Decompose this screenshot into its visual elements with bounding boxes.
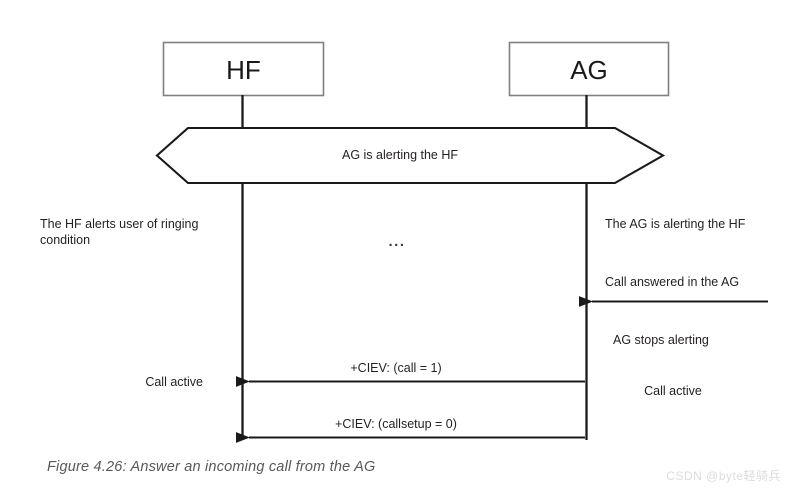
annotation-hf-alerts-user: The HF alerts user of ringing condition [40,217,199,247]
participant-box-ag [508,41,670,97]
state-band-label: AG is alerting the HF [341,148,458,162]
annotation-call-answered-in-ag: Call answered in the AG [605,275,740,289]
annotation-call-active-hf: Call active [145,375,203,389]
state-band-hexagon [155,126,666,185]
ellipsis-marker: ... [388,233,406,250]
participant-label-hf: HF [226,55,261,85]
message-label-ciev-call: +CIEV: (call = 1) [350,361,442,375]
message-label-ciev-callsetup: +CIEV: (callsetup = 0) [335,417,457,431]
annotation-call-active-ag: Call active [644,384,702,398]
participant-box-hf [162,41,325,97]
participant-label-ag: AG [570,55,608,85]
watermark-label: CSDN @byte轻骑兵 [666,469,781,483]
annotation-ag-stops-alerting: AG stops alerting [613,333,709,347]
annotation-ag-alerting-hf: The AG is alerting the HF [605,217,746,231]
figure-caption: Figure 4.26: Answer an incoming call fro… [47,459,376,475]
